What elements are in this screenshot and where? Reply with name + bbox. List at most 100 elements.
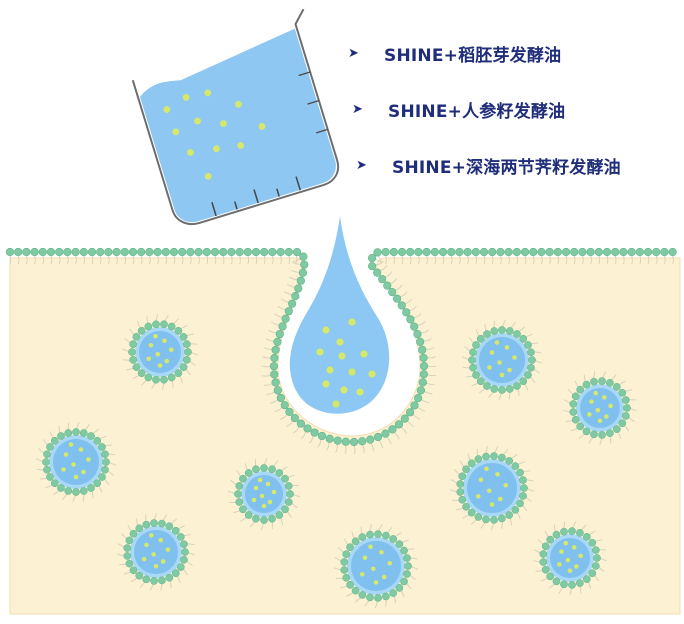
oil-particle — [258, 123, 266, 130]
lipid-head — [458, 472, 467, 481]
lipid-head — [101, 465, 109, 474]
lipid-head — [284, 498, 293, 506]
lipid-head — [252, 514, 260, 523]
oil-particle — [559, 549, 564, 554]
vesicle — [121, 313, 199, 391]
lipid-head — [310, 428, 319, 437]
lipid-head — [383, 281, 392, 290]
lipid-head — [351, 537, 360, 546]
lipid-head — [524, 341, 532, 349]
lipid-head — [158, 519, 166, 528]
lipid-head — [112, 247, 121, 257]
oil-particle — [495, 471, 500, 477]
lipid-head — [244, 469, 253, 477]
oil-particle — [162, 338, 167, 344]
lipid-head — [569, 408, 578, 416]
lipid-head — [186, 247, 195, 257]
oil-particle — [182, 93, 190, 101]
lipid-head — [180, 555, 188, 564]
lipid-head — [382, 592, 390, 601]
oil-particle — [348, 368, 356, 376]
scale-tick — [298, 71, 311, 77]
lipid-head — [137, 247, 146, 257]
oil-particle — [497, 360, 502, 365]
lipid-head — [128, 247, 138, 257]
oil-particle — [362, 555, 368, 561]
lipid-head — [498, 326, 506, 334]
oil-particle — [567, 568, 573, 574]
oil-particle — [486, 488, 492, 494]
oil-particle — [63, 452, 69, 457]
lipid-head — [381, 247, 390, 257]
vesicle — [532, 521, 608, 596]
lipid-head — [271, 345, 280, 354]
oil-particle — [489, 502, 495, 507]
oil-particle — [368, 370, 376, 378]
lipid-head — [471, 247, 480, 257]
lipid-head — [578, 247, 587, 257]
oil-particle — [494, 340, 500, 345]
lipid-head — [414, 247, 423, 257]
oil-particle — [316, 348, 324, 356]
lipid-head — [373, 248, 382, 257]
oil-particle — [475, 493, 481, 499]
lipid-head — [474, 455, 483, 463]
lipid-head — [358, 533, 367, 541]
lipid-head — [239, 474, 247, 483]
oil-particle — [507, 367, 512, 373]
lipid-head — [476, 377, 485, 386]
oil-particle — [265, 481, 271, 487]
oil-particle — [497, 496, 503, 502]
lipid-head — [511, 506, 520, 514]
lipid-head — [87, 247, 97, 257]
oil-particle — [322, 380, 330, 388]
lipid-head — [268, 465, 276, 474]
oil-particle — [204, 172, 212, 180]
lipid-head — [276, 393, 285, 403]
lipid-head — [300, 260, 309, 269]
lipid-head — [505, 457, 513, 465]
lipid-head — [183, 356, 191, 364]
lipid-head — [618, 419, 627, 428]
scale-tick — [211, 202, 217, 216]
lipid-head — [342, 550, 351, 559]
lipid-head — [527, 363, 535, 372]
lipid-head — [57, 432, 65, 440]
oil-particle — [68, 442, 74, 447]
lipid-head — [591, 546, 600, 554]
lipid-head — [102, 458, 110, 466]
lipid-head — [498, 386, 506, 394]
lipid-head — [456, 480, 465, 488]
lipid-head — [38, 247, 47, 257]
lipid-head — [152, 320, 160, 329]
lipid-tail — [416, 406, 426, 412]
lipid-head — [405, 408, 415, 417]
lipid-head — [284, 307, 293, 316]
oil-particle — [597, 418, 603, 424]
lipid-head — [576, 422, 585, 431]
lipid-head — [541, 565, 550, 574]
lipid-head — [498, 514, 506, 523]
oil-particle — [587, 412, 592, 417]
lipid-head — [176, 533, 185, 541]
oil-particle — [257, 477, 263, 483]
lipid-head — [472, 341, 480, 349]
lipid-head — [419, 361, 429, 371]
lipid-head — [430, 247, 439, 257]
oil-particle — [565, 557, 571, 563]
lipid-head — [135, 571, 144, 580]
lipid-head — [341, 437, 350, 446]
lipid-head — [406, 247, 415, 257]
lipid-head — [482, 452, 490, 461]
lipid-head — [63, 247, 72, 257]
oil-particle — [86, 457, 91, 462]
lipid-head — [378, 275, 387, 284]
lipid-head — [179, 363, 188, 371]
lipid-head — [568, 527, 576, 535]
lipid-head — [340, 558, 349, 566]
lipid-head — [419, 370, 428, 379]
lipid-head — [389, 589, 397, 597]
lipid-head — [281, 474, 289, 483]
lipid-head — [294, 284, 303, 293]
